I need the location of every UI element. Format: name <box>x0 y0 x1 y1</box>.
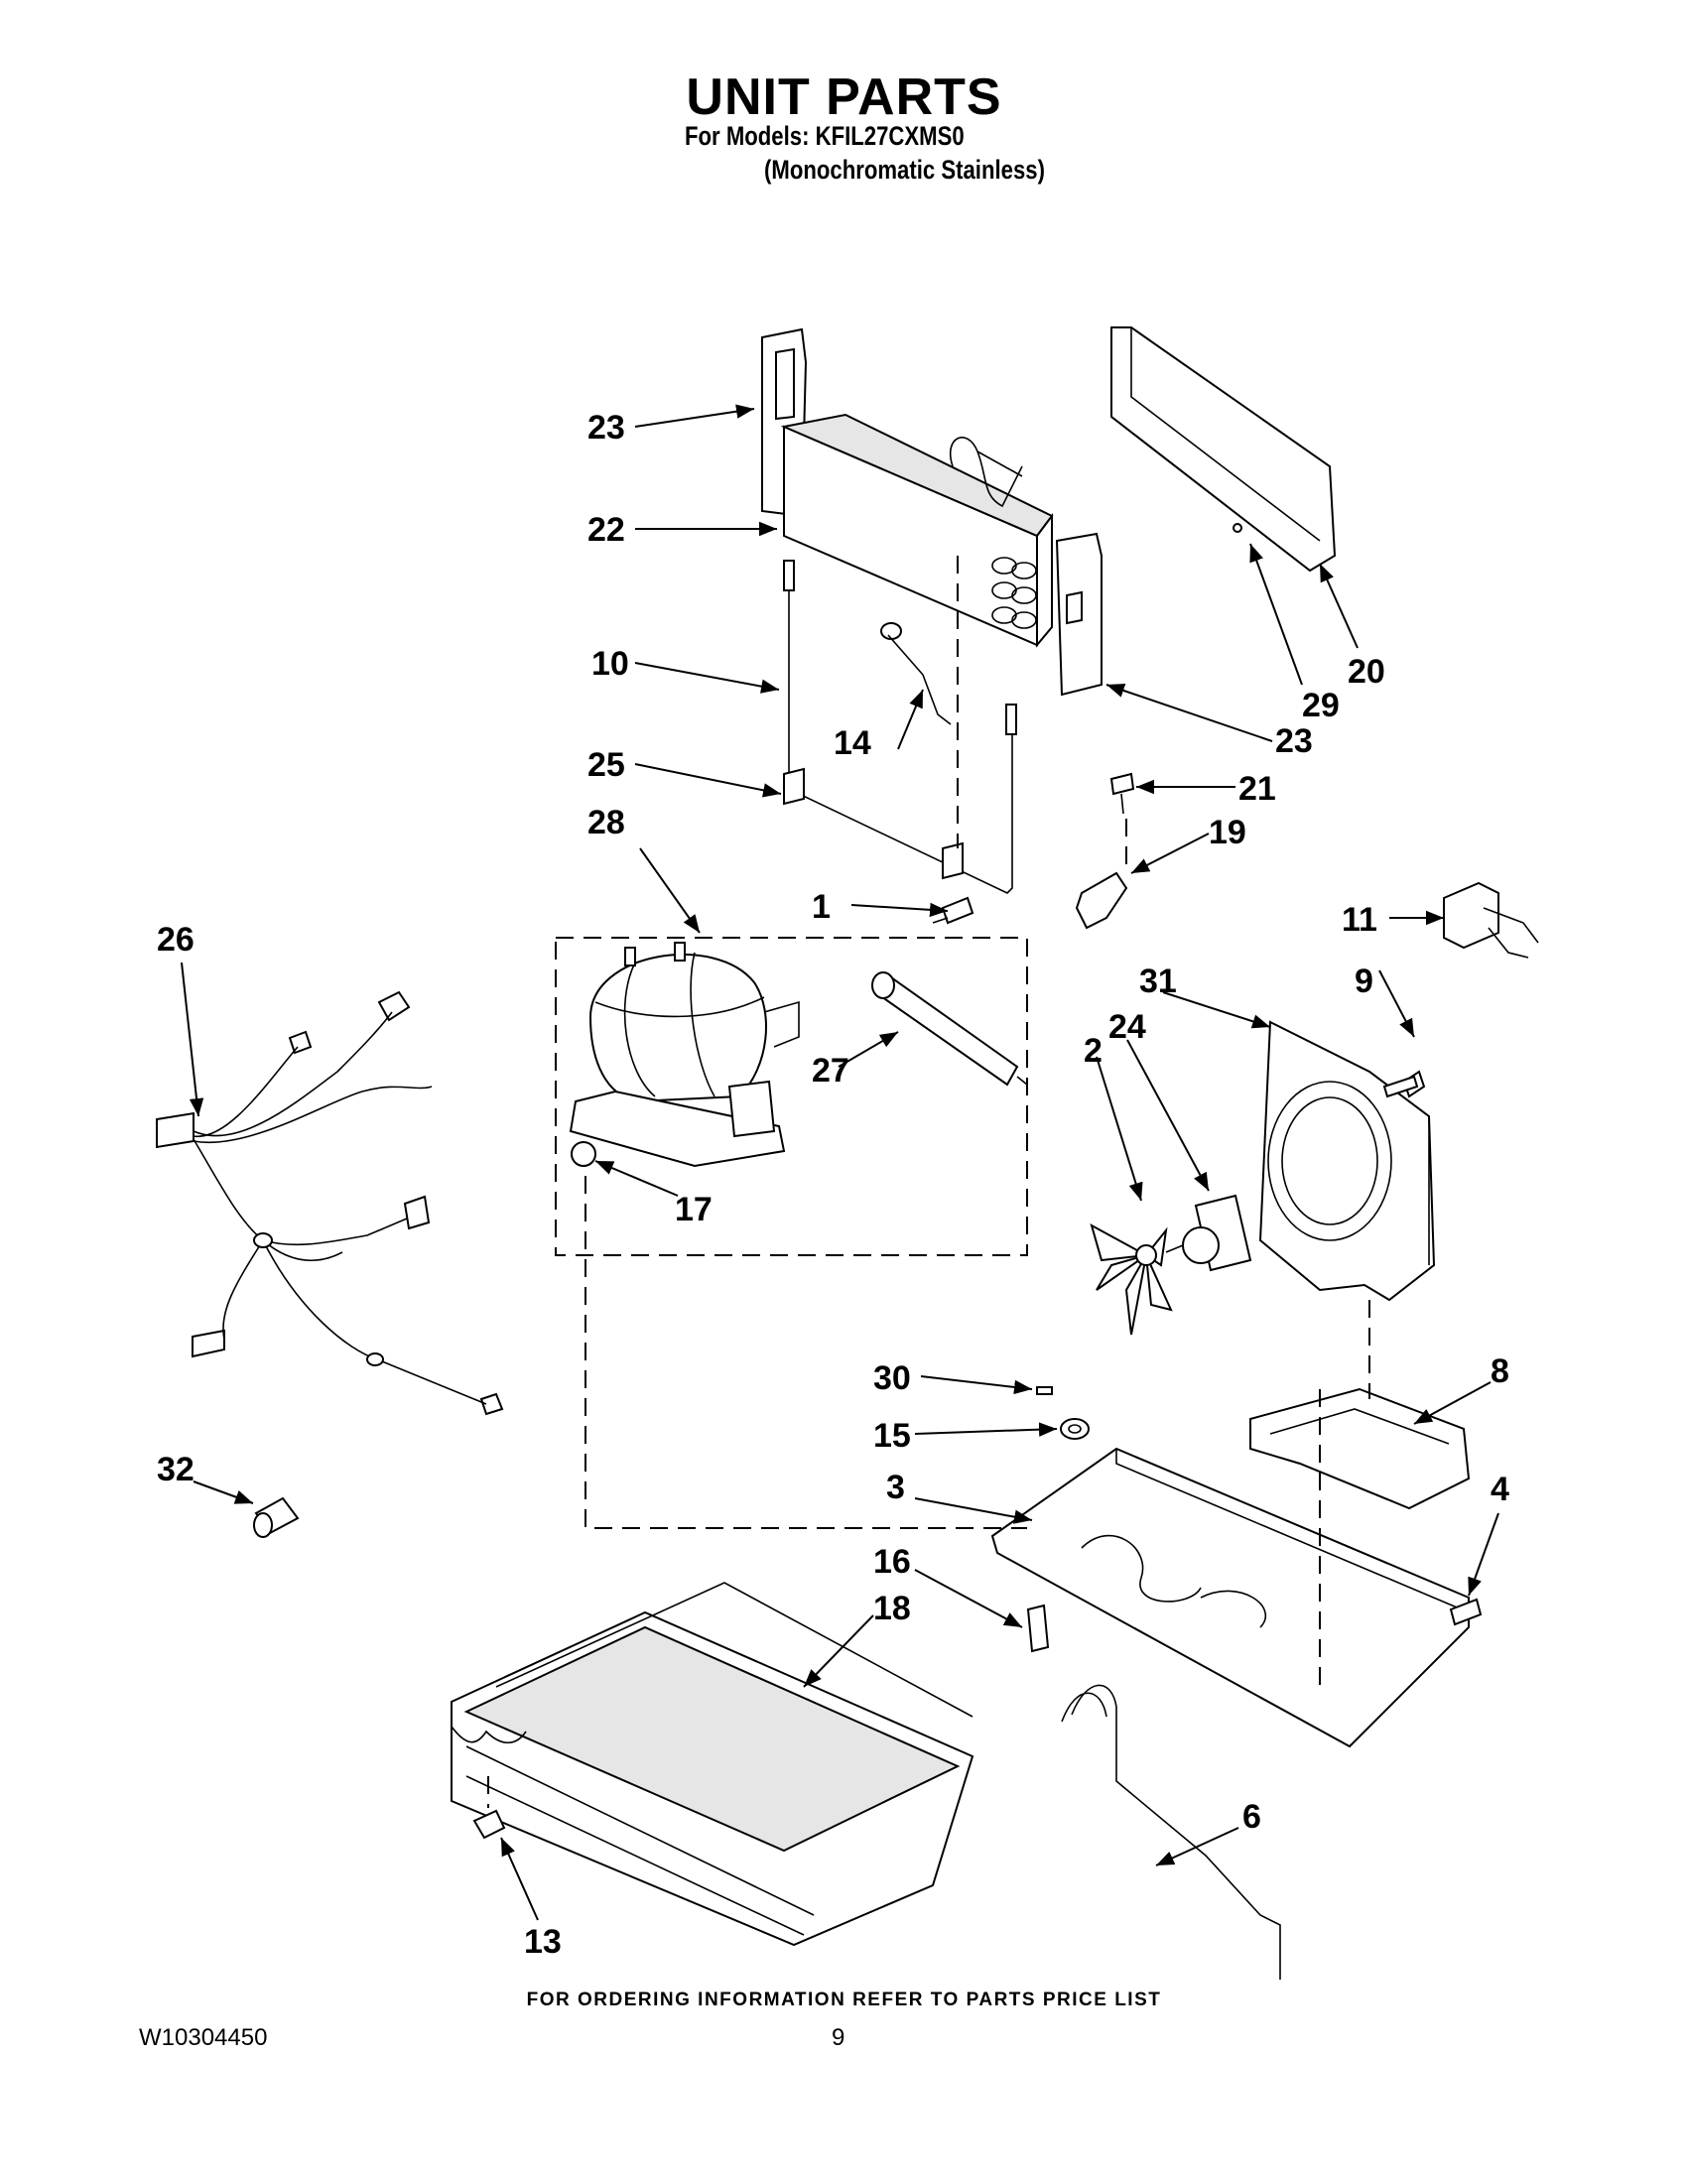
evaporator-cover <box>1110 326 1337 573</box>
connection-line <box>584 1176 1027 1529</box>
defrost-thermostat <box>880 622 952 725</box>
callout-16: 16 <box>873 1543 911 1581</box>
condenser-coil <box>451 1582 974 1947</box>
callout-15: 15 <box>873 1417 911 1455</box>
drain-tube <box>1061 1684 1281 1980</box>
leader-6 <box>1155 1827 1239 1866</box>
callout-21: 21 <box>1238 770 1276 808</box>
clip-13 <box>472 1776 506 1840</box>
callout-26: 26 <box>157 921 195 959</box>
callout-24: 24 <box>1108 1008 1146 1046</box>
screw-21 <box>1109 772 1135 868</box>
leader-1 <box>850 902 949 918</box>
leader-10 <box>634 662 780 694</box>
leader-16 <box>914 1569 1023 1628</box>
leader-30 <box>920 1375 1033 1395</box>
callout-22: 22 <box>587 511 625 549</box>
grommet-15 <box>1060 1418 1090 1440</box>
models-line: For Models: KFIL27CXMS0 <box>685 121 965 151</box>
ordering-note: FOR ORDERING INFORMATION REFER TO PARTS … <box>526 1990 1162 2010</box>
callout-4: 4 <box>1491 1471 1509 1508</box>
fan-shroud <box>1258 1020 1436 1302</box>
plug-32 <box>253 1496 300 1538</box>
leader-20 <box>1319 563 1359 649</box>
wiring-harness <box>156 990 504 1416</box>
leader-9 <box>1378 969 1415 1038</box>
leader-24 <box>1126 1039 1210 1192</box>
callout-28: 28 <box>587 804 625 841</box>
document-number: W10304450 <box>139 2024 268 2051</box>
callout-23b: 23 <box>1275 722 1313 760</box>
leader-28 <box>639 847 701 934</box>
screw-4 <box>1449 1598 1483 1626</box>
page-title: UNIT PARTS <box>686 68 1002 126</box>
callout-8: 8 <box>1491 1352 1509 1390</box>
leader-19 <box>1130 833 1210 874</box>
condenser-fan-motor <box>1165 1194 1252 1272</box>
callout-23a: 23 <box>587 409 625 447</box>
callout-32: 32 <box>157 1451 195 1488</box>
compressor-group <box>555 937 1028 1256</box>
screw-9 <box>1382 1070 1426 1098</box>
base-plate <box>990 1389 1470 1748</box>
callout-25: 25 <box>587 746 625 784</box>
screw-16 <box>1026 1604 1050 1653</box>
grommet-30 <box>1036 1386 1053 1395</box>
leader-31 <box>1162 991 1271 1029</box>
filter-drier <box>871 971 1028 1087</box>
callout-10: 10 <box>591 645 629 683</box>
callout-20: 20 <box>1348 653 1385 691</box>
callout-27: 27 <box>812 1052 849 1090</box>
start-relay <box>1443 881 1539 959</box>
leader-27 <box>838 1031 899 1068</box>
evaporator-bracket-right <box>1055 532 1103 697</box>
callout-14: 14 <box>834 724 871 762</box>
screw-1 <box>932 896 974 925</box>
leader-15 <box>914 1422 1058 1437</box>
callout-9: 9 <box>1355 963 1373 1000</box>
callout-30: 30 <box>873 1359 911 1397</box>
leader-23a <box>634 404 755 428</box>
condenser-fan-blade <box>1090 1222 1173 1336</box>
leader-13 <box>500 1837 539 1921</box>
callout-29: 29 <box>1302 687 1340 724</box>
callout-2: 2 <box>1084 1032 1103 1070</box>
defrost-heater <box>783 556 1017 894</box>
leader-8 <box>1413 1381 1492 1425</box>
drain-pan-bracket <box>1249 1300 1471 1510</box>
leader-25 <box>634 763 782 798</box>
variant-line: (Monochromatic Stainless) <box>764 155 1045 185</box>
callout-17: 17 <box>675 1191 713 1228</box>
leader-14 <box>897 689 924 750</box>
callout-11: 11 <box>1342 901 1377 939</box>
callout-3: 3 <box>886 1469 905 1506</box>
leader-3 <box>914 1497 1033 1524</box>
leader-2 <box>1096 1056 1143 1202</box>
leader-26 <box>181 962 204 1117</box>
callout-18: 18 <box>873 1590 911 1627</box>
leader-4 <box>1468 1512 1499 1597</box>
leader-32 <box>193 1480 254 1504</box>
callout-6: 6 <box>1242 1798 1261 1836</box>
callout-13: 13 <box>524 1923 562 1961</box>
evaporator-assembly <box>761 327 1054 648</box>
callout-numbers: 23 22 10 14 25 28 1 23 20 29 21 19 11 26… <box>157 409 1509 1961</box>
leader-18 <box>803 1614 874 1688</box>
page-number: 9 <box>832 2024 845 2051</box>
leader-29 <box>1249 543 1303 686</box>
leader-lines <box>181 404 1499 1921</box>
clip-19 <box>1075 871 1128 930</box>
leader-17 <box>594 1160 679 1197</box>
callout-1: 1 <box>812 888 831 926</box>
callout-31: 31 <box>1139 963 1177 1000</box>
leader-23b <box>1105 684 1273 742</box>
callout-19: 19 <box>1209 814 1246 851</box>
